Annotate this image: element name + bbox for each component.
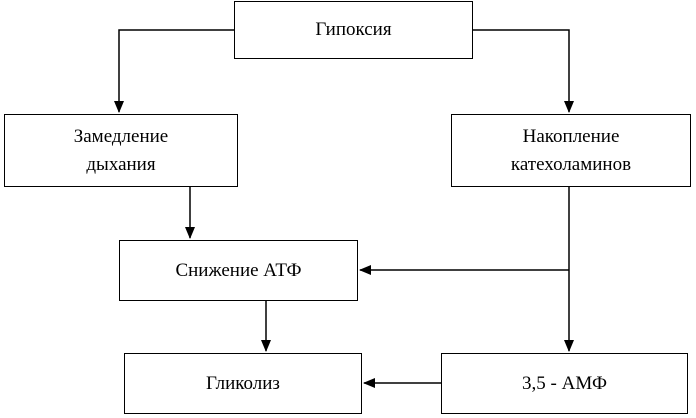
node-amp-label: 3,5 - АМФ	[522, 372, 607, 394]
node-catecholamine-accumulation-label: Накопление катехоламинов	[510, 125, 632, 175]
node-glycolysis-label: Гликолиз	[206, 372, 280, 394]
node-hypoxia-label: Гипоксия	[315, 19, 392, 40]
node-hypoxia: Гипоксия	[234, 1, 473, 59]
edge-hypoxia-to-breathing-slowdown	[114, 29, 234, 113]
node-atp-decrease-label: Снижение АТФ	[175, 259, 302, 281]
edge-hypoxia-to-catecholamine-accumulation	[473, 29, 574, 113]
node-glycolysis: Гликолиз	[124, 353, 362, 414]
node-breathing-slowdown: Замедление дыхания	[4, 114, 238, 187]
node-breathing-slowdown-label: Замедление дыхания	[73, 125, 169, 175]
node-amp: 3,5 - АМФ	[441, 353, 688, 414]
node-atp-decrease: Снижение АТФ	[119, 240, 358, 301]
node-catecholamine-accumulation: Накопление катехоламинов	[451, 114, 691, 187]
